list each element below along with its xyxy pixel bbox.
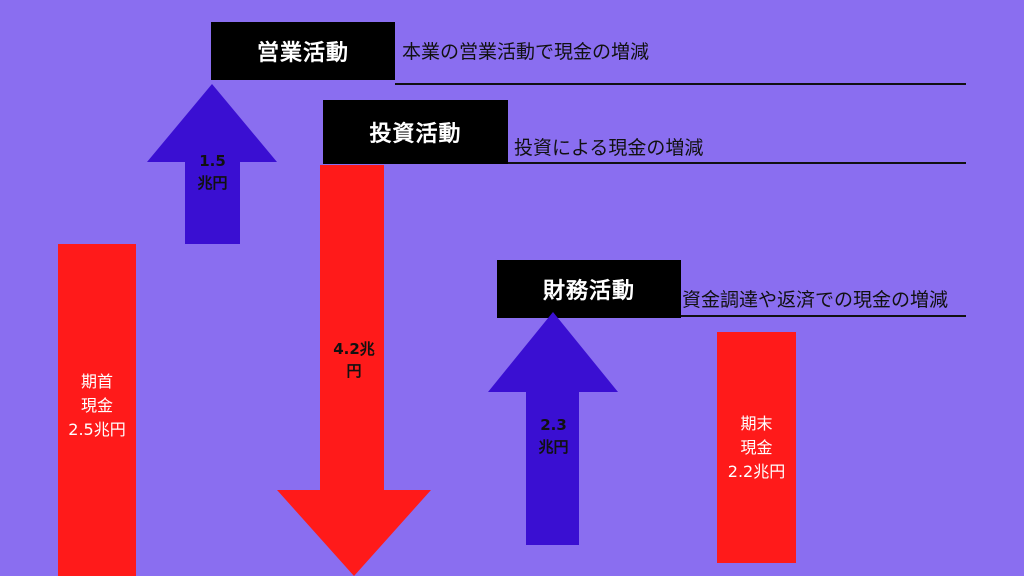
closing-cash-amount: 2.2兆円 xyxy=(727,462,786,481)
opening-cash-line2: 現金 xyxy=(80,396,113,415)
investing-arrow-shape xyxy=(277,165,431,576)
financing-amount-line2: 兆円 xyxy=(538,438,569,456)
opening-cash-label: 期首 現金 2.5兆円 xyxy=(58,370,136,442)
investing-description: 投資による現金の増減 xyxy=(514,137,704,159)
operating-arrow-shape xyxy=(147,84,277,244)
closing-cash-line2: 現金 xyxy=(740,438,773,457)
financing-title: 財務活動 xyxy=(497,260,681,318)
investing-title: 投資活動 xyxy=(323,100,508,164)
investing-amount: 4.2兆 円 xyxy=(315,338,393,382)
financing-amount: 2.3 兆円 xyxy=(526,414,581,458)
operating-amount-line1: 1.5 xyxy=(199,152,226,170)
operating-up-arrow xyxy=(147,84,277,244)
financing-arrow-shape xyxy=(488,312,618,545)
financing-amount-line1: 2.3 xyxy=(540,416,567,434)
operating-underline xyxy=(395,83,966,85)
operating-amount-line2: 兆円 xyxy=(197,174,228,192)
closing-cash-label: 期末 現金 2.2兆円 xyxy=(717,412,796,484)
investing-amount-line2: 円 xyxy=(346,362,362,380)
financing-up-arrow xyxy=(488,312,618,545)
opening-cash-line1: 期首 xyxy=(80,372,113,391)
investing-underline xyxy=(508,162,966,164)
closing-cash-line1: 期末 xyxy=(740,414,773,433)
opening-cash-amount: 2.5兆円 xyxy=(68,420,126,439)
operating-amount: 1.5 兆円 xyxy=(185,150,240,194)
investing-amount-line1: 4.2兆 xyxy=(333,340,375,358)
closing-cash-bar xyxy=(717,332,796,563)
operating-title: 営業活動 xyxy=(211,22,395,80)
financing-underline xyxy=(681,315,966,317)
operating-description: 本業の営業活動で現金の増減 xyxy=(402,41,650,63)
opening-cash-bar xyxy=(58,244,136,576)
investing-down-arrow xyxy=(277,165,431,576)
financing-description: 資金調達や返済での現金の増減 xyxy=(682,289,949,311)
